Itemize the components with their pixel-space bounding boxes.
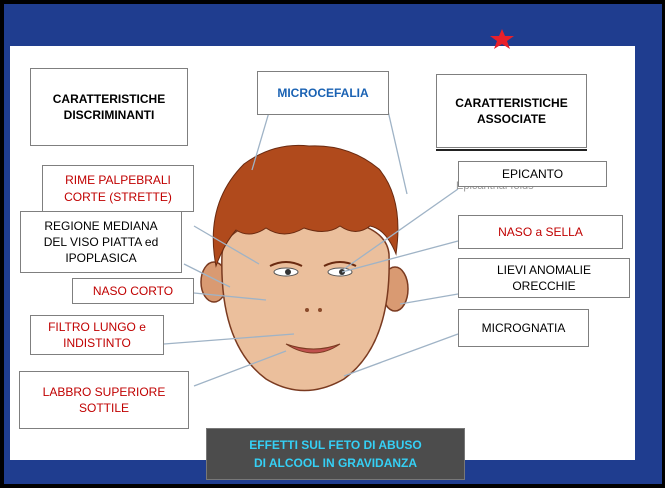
left-header-line-1: CARATTERISTICHE	[52, 91, 166, 106]
feature-line: IPOPLASICA	[65, 251, 137, 266]
center-header-box: MICROCEFALIA	[257, 71, 389, 115]
slide-frame: CARATTERISTICHE DISCRIMINANTI MICROCEFAL…	[4, 4, 662, 484]
feature-rime-palpebrali: RIME PALPEBRALI CORTE (STRETTE)	[42, 165, 194, 212]
feature-regione-mediana: REGIONE MEDIANA DEL VISO PIATTA ed IPOPL…	[20, 211, 182, 273]
feature-line: REGIONE MEDIANA	[44, 218, 158, 233]
right-header-box: CARATTERISTICHE ASSOCIATE	[436, 74, 587, 148]
feature-line: SOTTILE	[78, 401, 129, 415]
feature-line: ORECCHIE	[512, 279, 576, 293]
feature-line: MICROGNATIA	[481, 320, 566, 335]
feature-naso-a-sella: NASO a SELLA	[458, 215, 623, 249]
feature-line: EPICANTO	[501, 166, 564, 181]
feature-lievi-anomalie: LIEVI ANOMALIE ORECCHIE	[458, 258, 630, 298]
star-icon	[490, 29, 514, 49]
slide-footer-title: EFFETTI SUL FETO DI ABUSO DI ALCOOL IN G…	[206, 428, 465, 480]
feature-filtro-lungo: FILTRO LUNGO e INDISTINTO	[30, 315, 164, 355]
left-header-line-2: DISCRIMINANTI	[63, 108, 155, 122]
footer-line-2: DI ALCOOL IN GRAVIDANZA	[253, 456, 418, 470]
feature-line: NASO CORTO	[92, 283, 174, 298]
feature-line: DEL VISO PIATTA ed	[43, 234, 159, 249]
feature-line: LABBRO SUPERIORE	[42, 384, 166, 399]
feature-epicanto: EPICANTO	[458, 161, 607, 187]
feature-micrognatia: MICROGNATIA	[458, 309, 589, 347]
left-header-box: CARATTERISTICHE DISCRIMINANTI	[30, 68, 188, 146]
illustration-layer	[163, 101, 587, 392]
feature-line: CORTE (STRETTE)	[64, 189, 172, 204]
feature-line: INDISTINTO	[63, 336, 131, 350]
right-header-line-2: ASSOCIATE	[476, 112, 547, 126]
feature-naso-corto: NASO CORTO	[72, 278, 194, 304]
feature-line: NASO a SELLA	[498, 224, 583, 239]
feature-labbro-superiore: LABBRO SUPERIORE SOTTILE	[19, 371, 189, 429]
connector-lines	[163, 101, 459, 387]
footer-line-1: EFFETTI SUL FETO DI ABUSO	[249, 438, 422, 452]
feature-line: RIME PALPEBRALI	[65, 173, 171, 188]
center-header-label: MICROCEFALIA	[277, 85, 369, 100]
feature-line: LIEVI ANOMALIE	[496, 262, 592, 277]
child-face-illustration	[200, 144, 409, 392]
feature-line: FILTRO LUNGO e	[48, 319, 146, 334]
right-header-line-1: CARATTERISTICHE	[455, 95, 568, 110]
